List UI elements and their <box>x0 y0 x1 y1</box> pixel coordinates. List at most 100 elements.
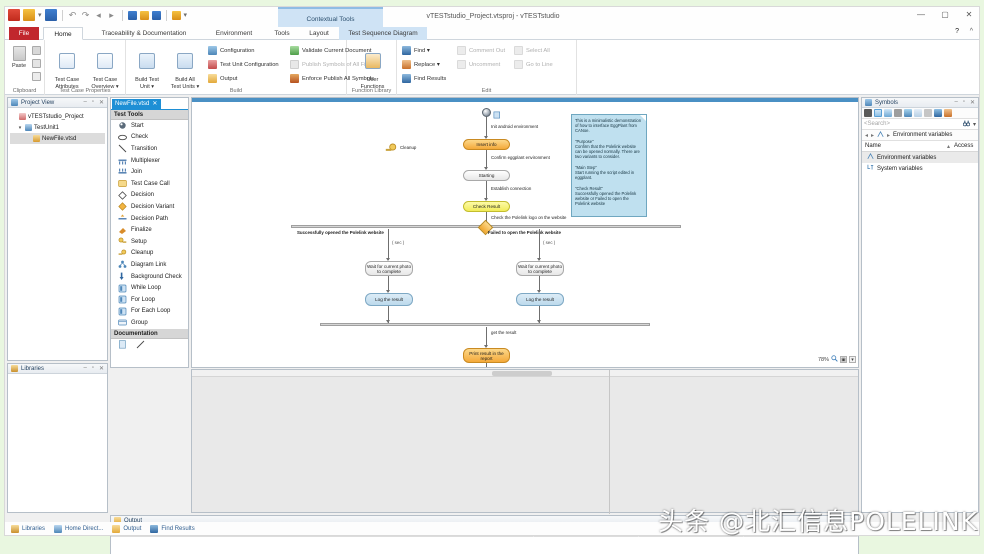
copy-button[interactable] <box>32 59 41 68</box>
zoom-more-button[interactable]: ▾ <box>849 356 856 363</box>
user-functions-button[interactable]: User Functions <box>356 46 389 90</box>
libraries-minimize[interactable]: – <box>83 365 87 371</box>
diagram-node-insert-info[interactable]: Insert info <box>463 139 510 150</box>
output-close[interactable]: ✕ <box>849 518 855 524</box>
palette-item-start[interactable]: Start <box>111 120 188 132</box>
variable-icon[interactable] <box>894 109 902 117</box>
diagram-node-start[interactable] <box>482 108 491 117</box>
export-icon[interactable] <box>944 109 952 117</box>
build-test-unit-button[interactable]: Build Test Unit ▾ <box>130 46 164 90</box>
palette-item-group[interactable]: Group <box>111 317 188 329</box>
diagram-node-print-report[interactable]: Print result in the report <box>463 348 510 363</box>
navigate-forward-icon[interactable]: ▸ <box>109 10 114 20</box>
copy-symbol-icon[interactable] <box>904 109 912 117</box>
format-painter-button[interactable] <box>32 72 41 81</box>
symbols-column-name[interactable]: Name <box>865 143 882 149</box>
palette-item-test-case-call[interactable]: Test Case Call <box>111 178 188 190</box>
test-case-attributes-button[interactable]: Test Case Attributes <box>50 46 84 90</box>
symbols-column-access[interactable]: Access <box>954 143 974 149</box>
help-button[interactable]: ? <box>955 28 959 35</box>
symbols-close[interactable]: ✕ <box>969 100 975 106</box>
test-case-overview-button[interactable]: Test Case Overview ▾ <box>87 46 123 90</box>
maximize-button[interactable]: ▢ <box>941 10 949 19</box>
binoculars-icon[interactable] <box>962 120 971 129</box>
breadcrumb-back-icon[interactable]: ◂ <box>865 132 869 139</box>
build-all-test-units-button[interactable]: Build All Test Units ▾ <box>166 46 204 90</box>
build-icon[interactable] <box>127 10 137 20</box>
tab-test-sequence-diagram[interactable]: Test Sequence Diagram <box>339 27 427 40</box>
canvas-cleanup-icon[interactable] <box>385 143 397 155</box>
libraries-float[interactable]: ▫ <box>91 365 94 371</box>
palette-item-setup[interactable]: Setup <box>111 236 188 248</box>
tab-newfile-vtsd[interactable]: NewFile.vtsd ✕ <box>112 99 162 110</box>
diagram-node-wait-left[interactable]: Wait for current photo to complete <box>365 261 413 276</box>
palette-item-transition[interactable]: Transition <box>111 143 188 155</box>
configuration-button[interactable]: Configuration <box>208 46 254 55</box>
project-view-minimize[interactable]: – <box>83 99 87 105</box>
project-view-float[interactable]: ▫ <box>91 99 94 105</box>
redo-icon[interactable]: ↷ <box>81 10 90 20</box>
palette-item-for-loop[interactable]: For Loop <box>111 294 188 306</box>
palette-item-diagram-link[interactable]: Diagram Link <box>111 259 188 271</box>
test-unit-icon[interactable] <box>139 10 149 20</box>
output-button[interactable]: Output <box>208 74 237 83</box>
symbols-search-row[interactable]: <Search> ▾ <box>862 119 978 130</box>
diagram-canvas[interactable]: Cleanup Init android environment Insert … <box>192 102 858 367</box>
output-float[interactable]: ▫ <box>842 517 845 523</box>
project-view-close[interactable]: ✕ <box>98 100 104 106</box>
canvas-scroll-thumb[interactable] <box>492 371 552 376</box>
namespace-icon[interactable] <box>884 109 892 117</box>
publish-icon[interactable] <box>171 10 181 20</box>
symbols-minimize[interactable]: – <box>954 99 958 105</box>
paste-button[interactable]: Paste <box>8 46 30 70</box>
tab-home[interactable]: Home <box>43 27 83 40</box>
zoom-fit-button[interactable]: ▣ <box>840 356 847 363</box>
status-tab-libraries[interactable]: Libraries <box>11 524 45 533</box>
test-unit-configuration-button[interactable]: Test Unit Configuration <box>208 60 279 69</box>
diagram-note[interactable]: This is a minimalistic demonstration of … <box>571 114 647 217</box>
palette-item-cleanup[interactable]: Cleanup <box>111 248 188 260</box>
import-icon[interactable] <box>934 109 942 117</box>
palette-item-multiplexer[interactable]: Multiplexer <box>111 155 188 167</box>
diagram-node-check-result[interactable]: Check Result <box>463 201 510 212</box>
paste-symbol-icon[interactable] <box>914 109 922 117</box>
open-icon[interactable] <box>44 9 57 21</box>
tree-node-test-unit[interactable]: ▾ TestUnit1 <box>10 122 105 133</box>
canvas-horizontal-scrollbar[interactable] <box>192 370 858 377</box>
symbols-row-environment-variables[interactable]: Environment variables <box>862 152 978 163</box>
magnifier-icon[interactable] <box>831 355 838 364</box>
tab-layout[interactable]: Layout <box>309 30 329 37</box>
filter-icon[interactable] <box>874 109 882 117</box>
tree-node-newfile[interactable]: NewFile.vtsd <box>10 133 105 144</box>
diagram-node-log-left[interactable]: Log the result <box>365 293 413 306</box>
tab-environment[interactable]: Environment <box>215 30 253 37</box>
breadcrumb-forward-icon[interactable]: ▸ <box>871 132 875 139</box>
tab-traceability-documentation[interactable]: Traceability & Documentation <box>101 30 187 37</box>
tab-newfile-close-icon[interactable]: ✕ <box>152 101 158 107</box>
palette-item-finalize[interactable]: Finalize <box>111 224 188 236</box>
palette-item-while-loop[interactable]: While Loop <box>111 282 188 294</box>
palette-item-decision-path[interactable]: Decision Path <box>111 213 188 225</box>
diagram-node-log-right[interactable]: Log the result <box>516 293 564 306</box>
palette-item-background-check[interactable]: Background Check <box>111 271 188 283</box>
breadcrumb-current[interactable]: Environment variables <box>893 132 953 138</box>
minimize-button[interactable]: — <box>917 10 925 19</box>
collapse-ribbon-button[interactable]: ^ <box>969 28 973 35</box>
status-tab-home-directory[interactable]: Home Direct... <box>54 524 103 533</box>
palette-item-check[interactable]: Check <box>111 132 188 144</box>
libraries-close[interactable]: ✕ <box>98 366 104 372</box>
find-button[interactable]: Find ▾ <box>402 46 430 55</box>
canvas-lower-splitter[interactable] <box>609 370 610 514</box>
palette-item-for-each-loop[interactable]: For Each Loop <box>111 306 188 318</box>
qat-overflow-icon[interactable]: ▾ <box>183 12 188 19</box>
tree-node-project[interactable]: vTESTstudio_Project <box>10 111 105 122</box>
symbols-float[interactable]: ▫ <box>962 99 965 105</box>
palette-item-join[interactable]: Join <box>111 166 188 178</box>
tree-twisty-test-unit[interactable]: ▾ <box>18 124 22 131</box>
find-results-button[interactable]: Find Results <box>402 74 446 83</box>
undo-icon[interactable]: ↶ <box>68 10 77 20</box>
save-icon[interactable] <box>23 9 35 21</box>
note-icon[interactable] <box>118 340 127 349</box>
navigate-back-icon[interactable]: ◂ <box>96 10 101 20</box>
delete-icon[interactable] <box>864 109 872 117</box>
